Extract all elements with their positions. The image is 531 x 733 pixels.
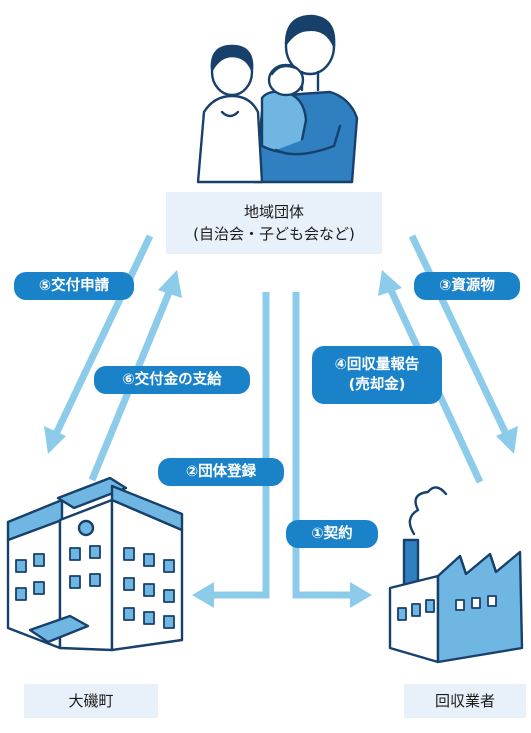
step-report-label-line1: ④回収量報告 <box>334 357 420 373</box>
arrow-registration <box>208 292 270 599</box>
arrow-application-head <box>44 426 66 454</box>
town-box: 大磯町 <box>24 684 158 718</box>
arrow-report-head <box>378 270 402 296</box>
step-registration-label: ②団体登録 <box>185 464 257 480</box>
community-label-line2: (自治会・子ども会など) <box>193 225 355 243</box>
arrow-resources <box>408 234 510 436</box>
arrow-contract-head <box>350 582 372 608</box>
arrow-application <box>52 234 154 436</box>
community-box: 地域団体 (自治会・子ども会など) <box>166 192 382 254</box>
step-contract-pill: ①契約 <box>286 520 378 548</box>
step-resources-label: ③資源物 <box>439 278 495 294</box>
factory-illustration <box>388 486 524 664</box>
recycler-box: 回収業者 <box>404 684 526 718</box>
step-application-pill: ⑤交付申請 <box>14 272 134 300</box>
step-report-pill: ④回収量報告 (売却金) <box>312 346 442 404</box>
arrow-resources-head <box>496 426 518 454</box>
arrow-registration-head <box>192 582 214 608</box>
step-report-label-line2: (売却金) <box>348 377 406 393</box>
town-label: 大磯町 <box>68 692 114 710</box>
step-contract-label: ①契約 <box>311 526 353 542</box>
arrow-payment-head <box>158 270 182 298</box>
step-payment-label: ⑥交付金の支給 <box>122 372 222 388</box>
step-application-label: ⑤交付申請 <box>38 278 110 294</box>
community-label-line1: 地域団体 <box>243 203 304 221</box>
step-registration-pill: ②団体登録 <box>158 458 284 486</box>
recycler-label: 回収業者 <box>434 692 495 710</box>
step-resources-pill: ③資源物 <box>414 272 520 300</box>
arrow-contract <box>292 292 356 599</box>
family-illustration <box>196 14 359 184</box>
step-payment-pill: ⑥交付金の支給 <box>94 366 250 394</box>
town-hall-illustration <box>6 476 184 652</box>
